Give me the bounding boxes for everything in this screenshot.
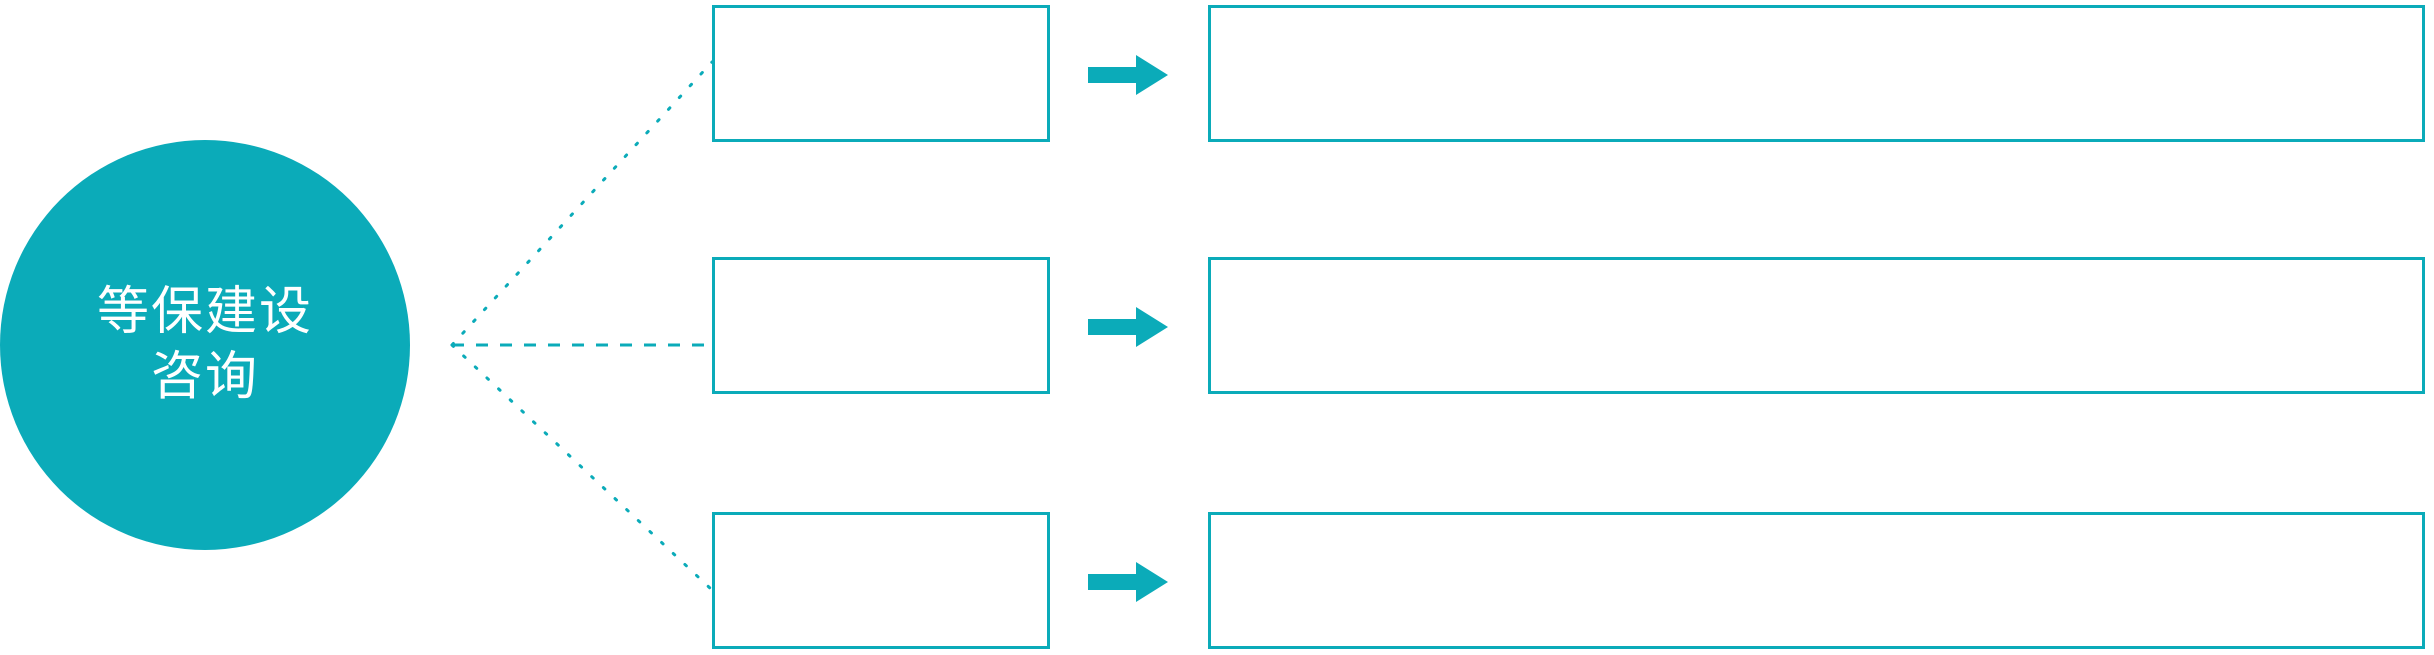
detail-box-2[interactable] [1208, 257, 2425, 394]
hub-circle[interactable]: 等保建设 咨询 [0, 140, 410, 550]
diagram-row-1 [0, 5, 2434, 142]
hub-label: 等保建设 咨询 [96, 283, 313, 406]
arrow-right-icon-3 [1088, 562, 1168, 602]
detail-box-2-label [1211, 260, 2422, 288]
category-box-2[interactable] [712, 257, 1050, 394]
diagram-row-2 [0, 257, 2434, 394]
category-box-3[interactable] [712, 512, 1050, 649]
arrow-right-icon-2 [1088, 307, 1168, 347]
category-box-2-label [715, 260, 1047, 288]
category-box-1-label [715, 8, 1047, 36]
detail-box-3[interactable] [1208, 512, 2425, 649]
arrow-right-icon-1 [1088, 55, 1168, 95]
detail-box-1-label [1211, 8, 2422, 36]
category-box-1[interactable] [712, 5, 1050, 142]
diagram-row-3 [0, 512, 2434, 649]
detail-box-3-label [1211, 515, 2422, 543]
detail-box-1[interactable] [1208, 5, 2425, 142]
category-box-3-label [715, 515, 1047, 543]
